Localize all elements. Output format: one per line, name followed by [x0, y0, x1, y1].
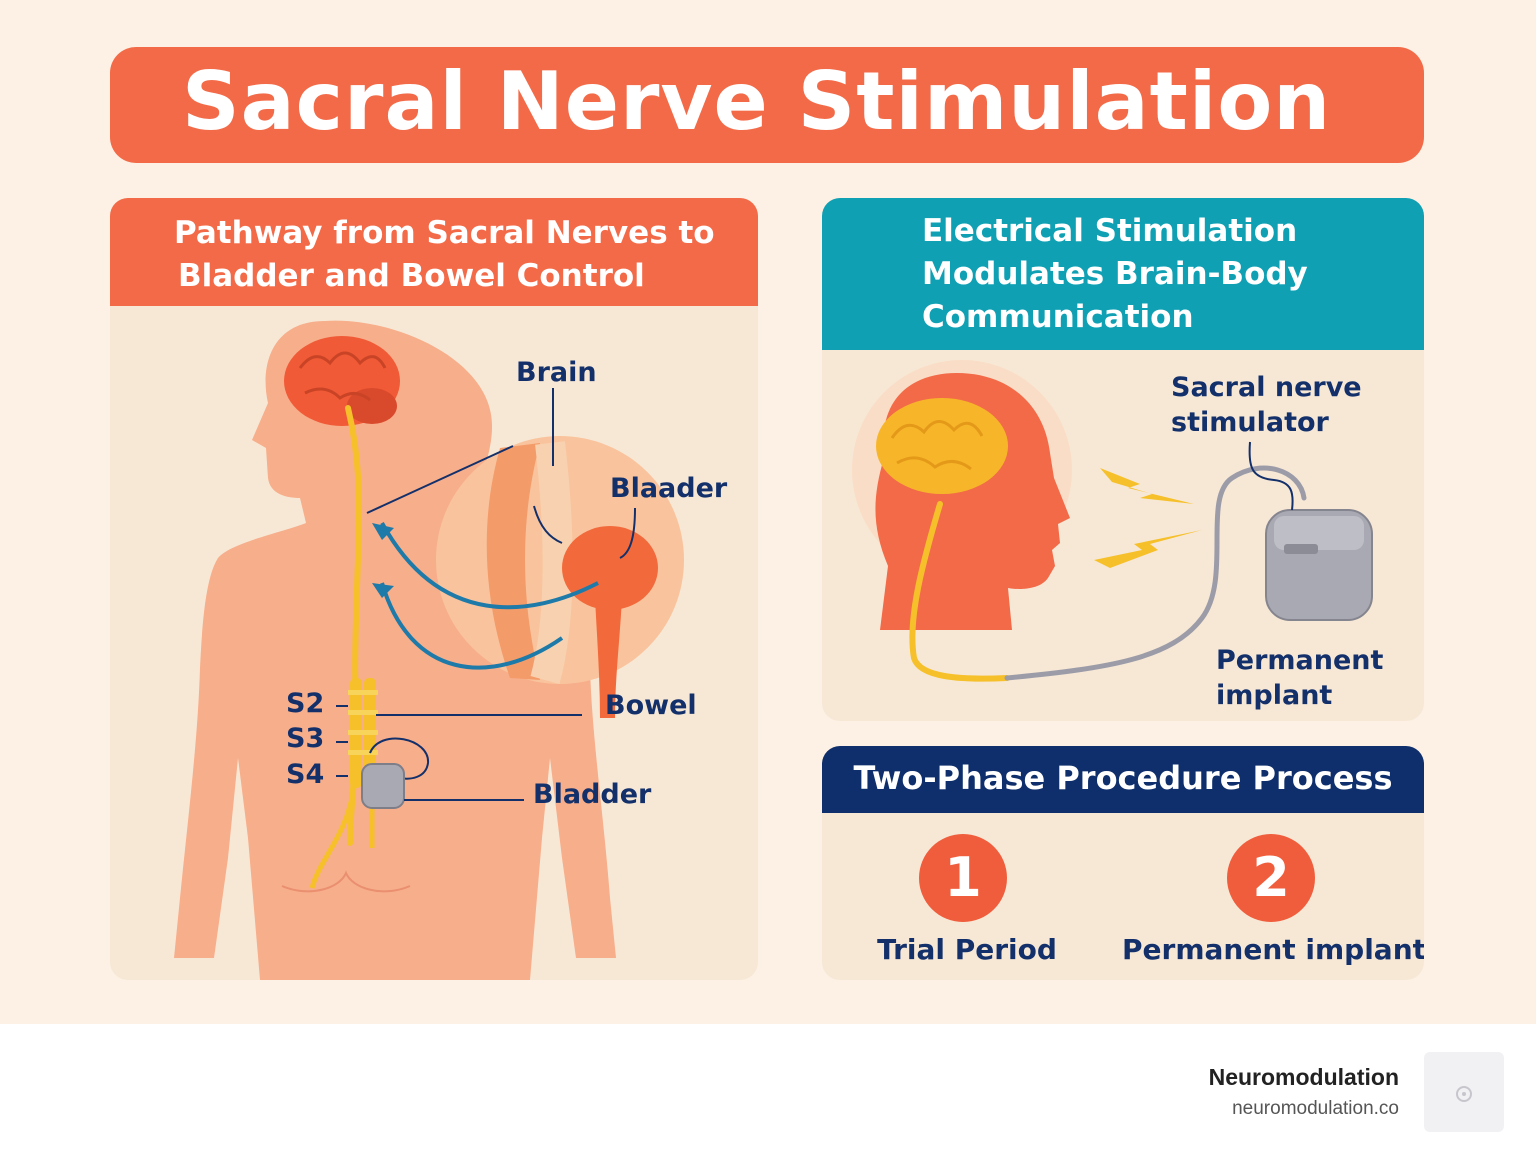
pathway-heading-line1: Pathway from Sacral Nerves to: [174, 215, 715, 251]
hip-line: [281, 870, 411, 893]
label-stimulator-line1: Sacral nerve: [1171, 372, 1362, 403]
stimulation-heading: Electrical Stimulation Modulates Brain-B…: [922, 210, 1308, 339]
pathway-panel: Pathway from Sacral Nerves to Bladder an…: [110, 198, 758, 980]
stimulation-panel-header: Electrical Stimulation Modulates Brain-B…: [822, 198, 1424, 350]
head-profile-icon: [852, 360, 1072, 630]
label-bladder-top: Blaader: [610, 473, 728, 504]
stimulator-pointer-line: [1248, 441, 1294, 511]
bladder-inner-pointer: [533, 505, 563, 544]
page-title: Sacral Nerve Stimulation: [182, 55, 1332, 148]
logo-glyph: [1456, 1086, 1472, 1102]
infographic: Sacral Nerve Stimulation Pathway from Sa…: [110, 47, 1424, 980]
label-s3: S3: [286, 723, 325, 754]
pathway-heading-line2: Bladder and Bowel Control: [178, 258, 645, 294]
label-stimulator-line2: stimulator: [1171, 407, 1329, 438]
step-2-label: Permanent implant: [1122, 933, 1424, 966]
label-permanent-implant: Permanent implant: [1216, 643, 1383, 713]
footer: Neuromodulation neuromodulation.co: [0, 1024, 1536, 1154]
pathway-heading: Pathway from Sacral Nerves to Bladder an…: [174, 212, 715, 298]
label-s2: S2: [286, 688, 325, 719]
label-bowel: Bowel: [605, 690, 697, 721]
lead-wire-yellow: [909, 501, 1010, 682]
lead-wire-grey: [1004, 465, 1307, 681]
label-s4: S4: [286, 759, 325, 790]
anatomy-illustration: [174, 320, 684, 980]
magnified-inset: [436, 436, 684, 684]
step-2-badge: 2: [1227, 834, 1315, 922]
stimulation-heading-line3: Communication: [922, 299, 1194, 335]
stimulation-illustration: [852, 360, 1373, 682]
step-1-label: Trial Period: [877, 933, 1057, 966]
lightning-icon: [1094, 468, 1202, 568]
procedure-panel: Two-Phase Procedure Process 1 Trial Peri…: [822, 746, 1424, 980]
signal-arrows: [372, 522, 599, 670]
step-1-badge: 1: [919, 834, 1007, 922]
brain-icon: [284, 336, 400, 426]
implant-device-icon: [361, 737, 430, 809]
procedure-heading: Two-Phase Procedure Process: [853, 759, 1393, 797]
stimulation-heading-line1: Electrical Stimulation: [922, 213, 1298, 249]
label-stimulator: Sacral nerve stimulator: [1171, 370, 1362, 440]
label-implant-line2: implant: [1216, 680, 1333, 711]
procedure-panel-header: Two-Phase Procedure Process: [822, 746, 1424, 813]
label-brain: Brain: [516, 357, 597, 388]
stimulation-panel: Electrical Stimulation Modulates Brain-B…: [822, 198, 1424, 721]
brand-url[interactable]: neuromodulation.co: [1232, 1098, 1399, 1119]
sacral-nerves: [309, 678, 378, 889]
bladder-top-pointer: [619, 507, 636, 559]
stimulation-heading-line2: Modulates Brain-Body: [922, 256, 1308, 292]
title-banner: Sacral Nerve Stimulation: [110, 47, 1424, 163]
stimulator-device-icon: [1265, 509, 1373, 621]
label-implant-line1: Permanent: [1216, 645, 1384, 676]
pathway-panel-header: Pathway from Sacral Nerves to Bladder an…: [110, 198, 758, 306]
label-bladder-bottom: Bladder: [533, 779, 652, 810]
inset-connector-line: [366, 445, 514, 514]
brand-logo-icon[interactable]: [1424, 1052, 1504, 1132]
brand-name[interactable]: Neuromodulation: [1208, 1064, 1399, 1090]
body-silhouette: [174, 320, 616, 980]
